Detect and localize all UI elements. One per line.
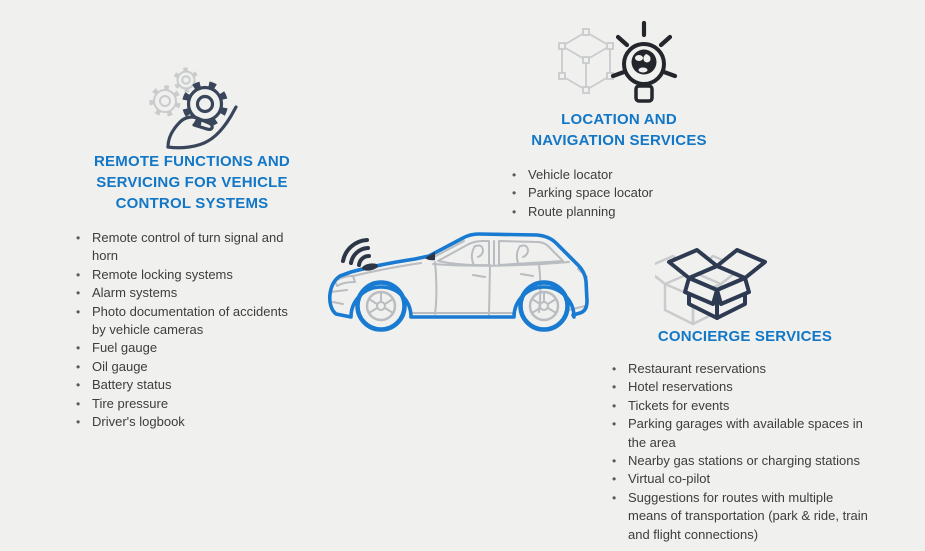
connected-car-illustration xyxy=(323,224,615,338)
list-item: • Photo documentation of accidents by veh… xyxy=(76,303,294,340)
list-item: • Vehicle locator xyxy=(512,166,728,184)
bullet: • xyxy=(76,231,81,245)
list-item: • Remote locking systems xyxy=(76,266,294,284)
list-item-text: Remote control of turn signal and horn xyxy=(92,230,284,264)
navigation-service-list: •Vehicle locator •Parking space locator … xyxy=(512,166,728,221)
concierge-service-list: • Restaurant reservations • Hotel reservat… xyxy=(612,360,868,544)
list-item-text: Parking garages with available spaces in… xyxy=(628,416,863,450)
signal-waves-icon xyxy=(341,238,378,271)
bullet: • xyxy=(612,398,617,413)
list-item: • Route planning xyxy=(512,203,728,221)
bullet: • xyxy=(512,186,517,201)
bullet: • xyxy=(76,396,81,411)
list-item: • Tire pressure xyxy=(76,395,294,413)
list-item-text: Remote locking systems xyxy=(92,266,233,282)
list-item-text: Tickets for events xyxy=(628,397,730,413)
bullet: • xyxy=(76,341,81,356)
remote-service-list: •Remote control of turn signal and horn … xyxy=(76,229,294,431)
list-item-text: Alarm systems xyxy=(92,285,178,301)
bullet: • xyxy=(612,490,617,505)
list-item: • Hotel reservations xyxy=(612,378,868,396)
bullet: • xyxy=(612,472,617,487)
bullet: • xyxy=(512,168,517,182)
list-item: • Virtual co-pilot xyxy=(612,470,868,488)
bullet: • xyxy=(76,267,81,282)
bullet: • xyxy=(76,415,81,430)
list-item-text: Nearby gas stations or charging stations xyxy=(628,453,860,469)
list-item-text: Virtual co-pilot xyxy=(628,471,711,487)
list-item-text: Battery status xyxy=(92,377,172,393)
bullet: • xyxy=(512,204,517,219)
list-item-text: Restaurant reservations xyxy=(628,361,767,376)
list-item: • Driver's logbook xyxy=(76,413,294,431)
list-item: • Parking garages with available spaces i… xyxy=(612,415,868,452)
bullet: • xyxy=(76,359,81,374)
list-item: • Battery status xyxy=(76,376,294,394)
navigation-section-title: LOCATION AND NAVIGATION SERVICES xyxy=(531,111,707,149)
list-item-text: Photo documentation of accidents by vehi… xyxy=(92,303,288,338)
list-item: • Nearby gas stations or charging station… xyxy=(612,452,868,470)
open-box-icon xyxy=(655,240,773,326)
bullet: • xyxy=(76,304,81,319)
list-item: • Oil gauge xyxy=(76,358,294,376)
list-item-text: Oil gauge xyxy=(92,358,148,374)
concierge-section-title: CONCIERGE SERVICES xyxy=(657,328,833,345)
remote-section-title: REMOTE FUNCTIONS AND SERVICING FOR VEHIC… xyxy=(94,153,290,212)
list-item-text: Suggestions for routes with multiple mea… xyxy=(628,489,868,542)
list-item: • Alarm systems xyxy=(76,284,294,302)
bullet: • xyxy=(612,380,617,395)
bullet: • xyxy=(76,378,81,393)
list-item: • Restaurant reservations xyxy=(612,360,868,378)
wireframe-cube-icon xyxy=(558,28,614,94)
list-item-text: Vehicle locator xyxy=(528,167,613,182)
bullet: • xyxy=(612,454,617,469)
list-item: • Parking space locator xyxy=(512,184,728,202)
list-item: • Fuel gauge xyxy=(76,339,294,357)
bullet: • xyxy=(612,362,617,376)
bullet: • xyxy=(612,417,617,432)
list-item-text: Driver's logbook xyxy=(92,414,185,430)
list-item-text: Fuel gauge xyxy=(92,340,158,356)
list-item: • Suggestions for routes with multiple me… xyxy=(612,489,868,544)
list-item-text: Tire pressure xyxy=(92,395,169,411)
lightbulb-globe-icon xyxy=(552,20,680,120)
bullet: • xyxy=(76,286,81,301)
gears-in-hand-icon xyxy=(148,58,243,153)
list-item: • Remote control of turn signal and horn xyxy=(76,229,294,266)
list-item-text: Route planning xyxy=(528,203,616,219)
list-item-text: Parking space locator xyxy=(528,185,654,201)
list-item: • Tickets for events xyxy=(612,397,868,415)
list-item-text: Hotel reservations xyxy=(628,379,733,395)
